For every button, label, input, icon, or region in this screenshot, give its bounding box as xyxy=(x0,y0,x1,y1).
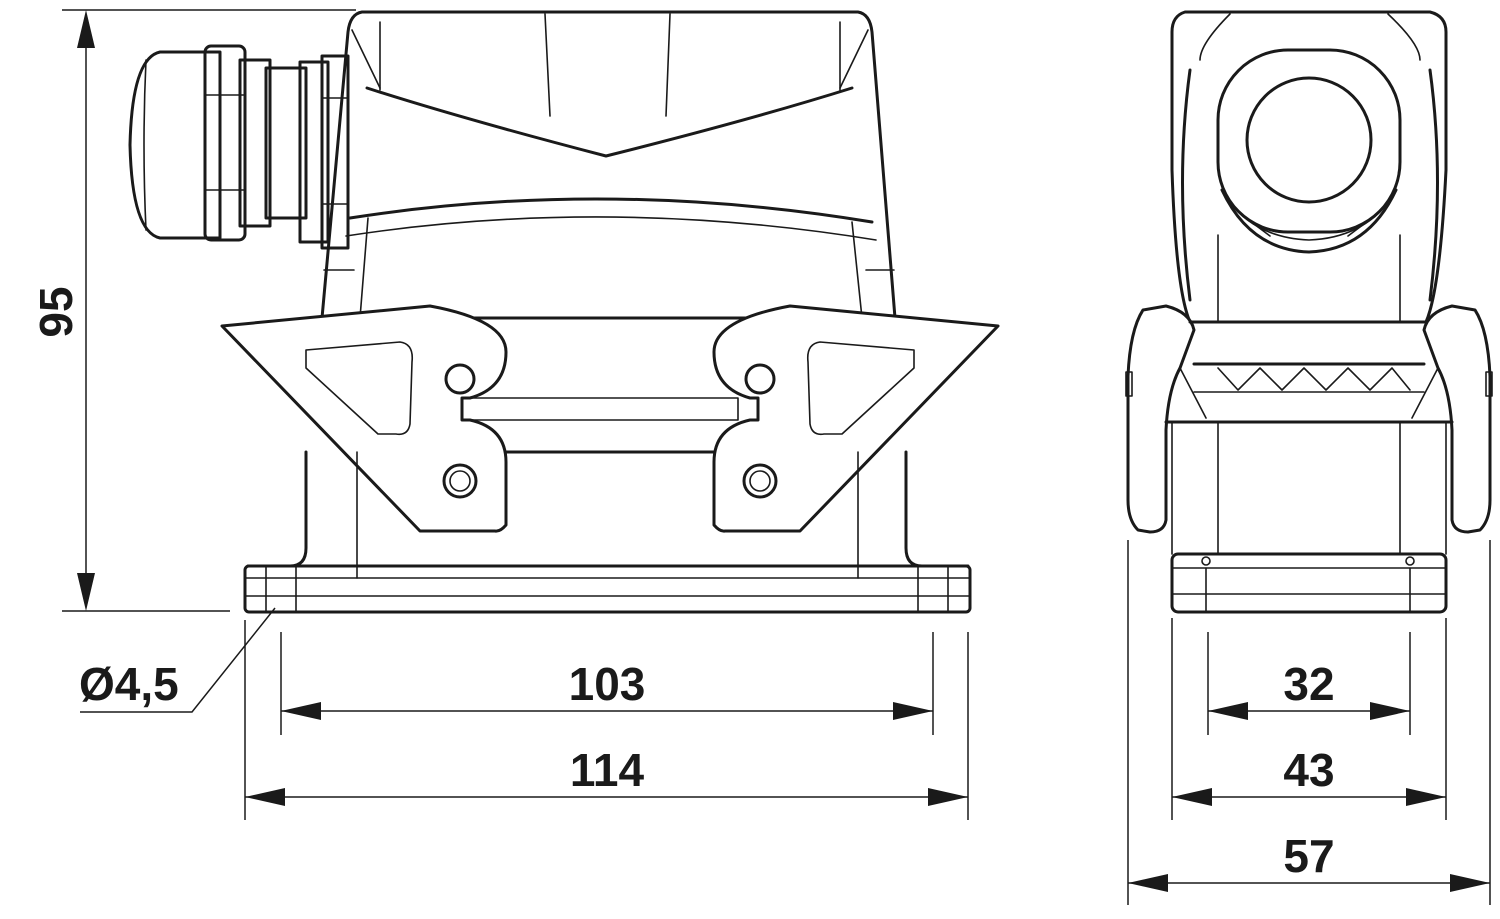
side-gland xyxy=(1216,48,1402,254)
side-locking-lever xyxy=(1125,304,1493,534)
front-hood xyxy=(320,10,897,320)
dimension-57: 57 xyxy=(1127,540,1491,905)
side-hood xyxy=(1170,10,1448,324)
front-base-flange xyxy=(243,450,972,614)
dimension-32-label: 32 xyxy=(1283,658,1334,710)
dimension-114: 114 xyxy=(244,620,969,820)
dimension-32: 32 xyxy=(1207,632,1411,735)
dimension-57-label: 57 xyxy=(1283,830,1334,882)
dimension-hole: Ø4,5 xyxy=(79,607,276,713)
dimension-diameter-label: Ø4,5 xyxy=(79,658,179,710)
dimension-114-label: 114 xyxy=(570,744,645,796)
right-locking-lever xyxy=(712,304,1000,533)
dimension-43: 43 xyxy=(1171,618,1447,820)
cable-gland xyxy=(128,44,350,250)
dimension-height: 95 xyxy=(30,9,356,612)
dimension-43-label: 43 xyxy=(1283,744,1334,796)
locking-frame xyxy=(461,316,739,454)
dimension-95-label: 95 xyxy=(30,286,82,337)
front-view: 95 Ø4,5 103 114 xyxy=(30,9,1000,820)
left-locking-lever xyxy=(220,304,508,533)
side-base xyxy=(1170,421,1448,614)
side-view: 32 43 57 xyxy=(1125,10,1493,905)
dimension-103: 103 xyxy=(280,632,934,735)
dimension-103-label: 103 xyxy=(569,658,646,710)
